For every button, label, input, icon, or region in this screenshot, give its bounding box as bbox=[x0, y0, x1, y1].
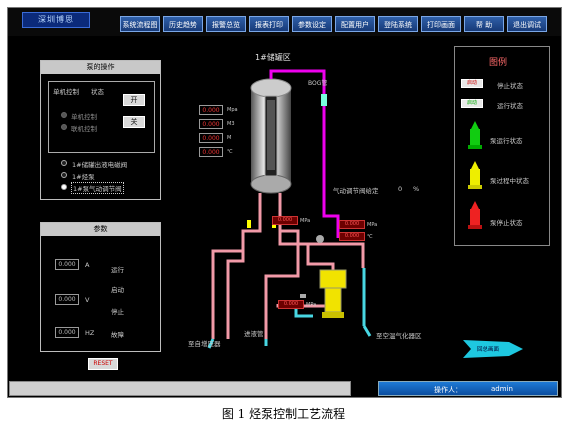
opt-valve-label: 1#泵气动调节阀 bbox=[71, 182, 124, 194]
dest-vaporizer-label: 至空温气化器区 bbox=[376, 332, 422, 340]
legend-pump-icons bbox=[468, 121, 482, 229]
reset-button[interactable]: RESET bbox=[88, 358, 118, 370]
pump-pressure-unit: MPa bbox=[367, 222, 378, 228]
company-logo: 深圳博思 bbox=[22, 12, 90, 28]
legend-running-label: 运行状态 bbox=[497, 102, 523, 110]
tank-pressure-unit: Mpa bbox=[227, 107, 238, 113]
opt-pump-radio[interactable] bbox=[61, 172, 67, 178]
back-to-main-button[interactable]: 回总画面 bbox=[463, 340, 523, 358]
current-value: 0.000 bbox=[55, 259, 79, 270]
voltage-unit: V bbox=[85, 296, 90, 304]
menu-users[interactable]: 配置用户 bbox=[335, 16, 375, 32]
top-bar: 深圳博思 系统流程图 历史趋势 报警总览 报表打印 参数设定 配置用户 登陆系统… bbox=[8, 8, 561, 36]
menu-alarms[interactable]: 报警总览 bbox=[206, 16, 246, 32]
valve-setpoint-value[interactable]: 0 bbox=[398, 185, 403, 193]
opt-tank-valve-radio[interactable] bbox=[61, 160, 67, 166]
pump-temp-unit: ℃ bbox=[367, 234, 373, 240]
menu-params[interactable]: 参数设定 bbox=[292, 16, 332, 32]
single-control-label: 单机控制 bbox=[53, 88, 79, 96]
single-mode-radio[interactable] bbox=[61, 112, 67, 118]
tank-pressure-value: 0.000 bbox=[199, 105, 223, 115]
status-message-box bbox=[9, 381, 351, 396]
process-diagram bbox=[207, 69, 372, 349]
state-label: 状态 bbox=[91, 88, 104, 96]
bog-pipe-label: BOG管 bbox=[308, 80, 328, 87]
tank-volume-value: 0.000 bbox=[199, 119, 223, 129]
stop-button[interactable]: 关 bbox=[123, 116, 145, 128]
menu-print-screen[interactable]: 打印画面 bbox=[421, 16, 461, 32]
operator-box: 操作人： admin bbox=[378, 381, 558, 396]
tank-level-unit: M bbox=[227, 135, 232, 141]
opt-valve-radio[interactable] bbox=[61, 184, 67, 190]
status-fault: 故障 bbox=[111, 331, 124, 339]
params-panel-title: 参数 bbox=[41, 223, 160, 236]
freq-value: 0.000 bbox=[55, 327, 79, 338]
voltage-value: 0.000 bbox=[55, 294, 79, 305]
pump-operation-panel: 泵的操作 单机控制 状态 开 关 单机控制 联机控制 1#储罐出液电磁阀 1#烃… bbox=[40, 60, 161, 200]
status-starting: 启动 bbox=[111, 286, 124, 294]
pump-green-icon bbox=[468, 121, 482, 149]
back-to-main-label: 回总画面 bbox=[477, 347, 500, 353]
legend-start-button-stopped: 启动 bbox=[461, 79, 483, 88]
valve-setpoint-unit: % bbox=[413, 185, 420, 193]
opt-pump-label: 1#烃泵 bbox=[72, 173, 95, 181]
pump-panel-title: 泵的操作 bbox=[41, 61, 160, 74]
menu-help[interactable]: 帮 助 bbox=[464, 16, 504, 32]
legend-pump-running-label: 泵运行状态 bbox=[490, 137, 523, 145]
tank-temp-unit: ℃ bbox=[227, 149, 233, 155]
dest-inlet-label: 进液管 bbox=[244, 330, 264, 338]
control-mode-group: 单机控制 状态 开 关 单机控制 联机控制 bbox=[48, 81, 155, 153]
status-bar: 操作人： admin bbox=[8, 380, 561, 397]
legend-pump-transition-label: 泵过程中状态 bbox=[490, 177, 529, 185]
legend-start-button-running: 启动 bbox=[461, 99, 483, 108]
legend-title: 图例 bbox=[489, 58, 508, 68]
current-unit: A bbox=[85, 261, 90, 269]
menu-exit-debug[interactable]: 退出调试 bbox=[507, 16, 547, 32]
status-stopped: 停止 bbox=[111, 308, 124, 316]
pump-temp-value: 0.000 bbox=[339, 232, 365, 241]
menu-report-print[interactable]: 报表打印 bbox=[249, 16, 289, 32]
arrow-icon bbox=[463, 340, 523, 358]
figure-caption: 图 1 烃泵控制工艺流程 bbox=[221, 407, 346, 421]
tank-level-value: 0.000 bbox=[199, 133, 223, 143]
storage-tank[interactable] bbox=[250, 78, 292, 194]
tank-volume-unit: M3 bbox=[227, 121, 235, 127]
legend-panel: 图例 启动 停止状态 启动 运行状态 泵运行状态 泵过程中状态 泵停止状态 bbox=[454, 46, 550, 246]
inlet-pressure-unit: MPa bbox=[306, 302, 317, 308]
linked-mode-radio[interactable] bbox=[61, 124, 67, 130]
legend-stopped-label: 停止状态 bbox=[497, 82, 523, 90]
menu-login[interactable]: 登陆系统 bbox=[378, 16, 418, 32]
hydrocarbon-pump[interactable] bbox=[319, 269, 347, 318]
dest-booster-label: 至自增压器 bbox=[188, 340, 221, 348]
outlet-pressure-value: 0.000 bbox=[272, 216, 298, 225]
opt-tank-valve-label: 1#储罐出液电磁阀 bbox=[72, 161, 128, 169]
tank-area-title: 1#储罐区 bbox=[255, 53, 291, 62]
single-mode-label: 单机控制 bbox=[71, 113, 97, 121]
valve-setpoint-label: 气动调节阀给定 bbox=[333, 187, 379, 195]
pump-yellow-icon bbox=[468, 161, 482, 189]
bog-valve-icon[interactable] bbox=[321, 94, 327, 106]
operator-label: 操作人： bbox=[434, 386, 462, 394]
outlet-pressure-unit: MPa bbox=[300, 218, 311, 224]
start-button[interactable]: 开 bbox=[123, 94, 145, 106]
inlet-pressure-value: 0.000 bbox=[278, 300, 304, 309]
main-menu: 系统流程图 历史趋势 报警总览 报表打印 参数设定 配置用户 登陆系统 打印画面… bbox=[120, 16, 547, 32]
menu-history[interactable]: 历史趋势 bbox=[163, 16, 203, 32]
pump-pressure-value: 0.000 bbox=[339, 220, 365, 229]
pump-red-icon bbox=[468, 201, 482, 229]
operator-name: admin bbox=[491, 385, 513, 393]
scada-window: 深圳博思 系统流程图 历史趋势 报警总览 报表打印 参数设定 配置用户 登陆系统… bbox=[7, 7, 562, 398]
tank-temp-value: 0.000 bbox=[199, 147, 223, 157]
freq-unit: HZ bbox=[85, 329, 95, 337]
linked-mode-label: 联机控制 bbox=[71, 125, 97, 133]
legend-pump-stopped-label: 泵停止状态 bbox=[490, 219, 523, 227]
params-panel: 参数 0.000 A 0.000 V 0.000 HZ 运行 启动 停止 故障 bbox=[40, 222, 161, 352]
status-running: 运行 bbox=[111, 266, 124, 274]
menu-flowchart[interactable]: 系统流程图 bbox=[120, 16, 160, 32]
